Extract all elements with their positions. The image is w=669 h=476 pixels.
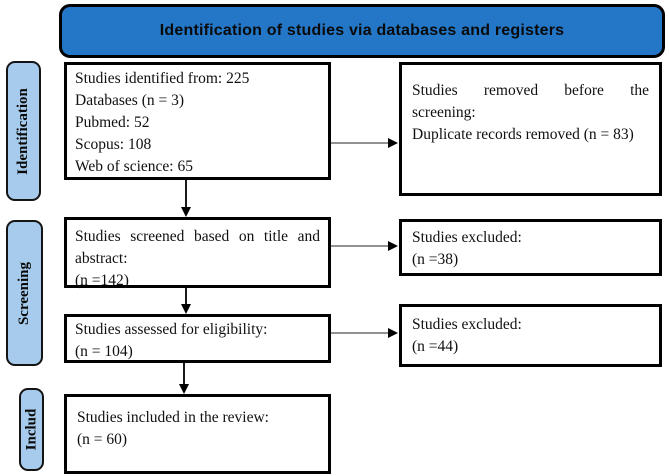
arrow-screened-to-excluded xyxy=(331,241,398,251)
stage-label-included: Includ xyxy=(19,388,44,471)
box-line: (n = 60) xyxy=(77,431,128,448)
box-line: Studies excluded: xyxy=(412,229,522,246)
box-line: Web of science: 65 xyxy=(75,158,193,175)
box-line: Scopus: 108 xyxy=(75,136,152,153)
box-line: (n =38) xyxy=(412,251,459,268)
box-line: Pubmed: 52 xyxy=(75,114,150,131)
arrow-assessed-to-included xyxy=(179,363,189,394)
stage-label-identification-text: Identification xyxy=(15,87,32,175)
box-line: Studies excluded: xyxy=(412,316,522,333)
box-line: Studies screened based on title and abst… xyxy=(75,228,320,267)
box-line: Databases (n = 3) xyxy=(75,92,185,109)
box-line: Studies identified from: 225 xyxy=(75,70,250,87)
header-box: Identification of studies via databases … xyxy=(59,4,665,58)
box-line: Studies removed before the screening: xyxy=(412,82,649,121)
arrow-identified-to-removed xyxy=(331,138,398,148)
header-title: Identification of studies via databases … xyxy=(159,22,565,39)
box-studies-assessed: Studies assessed for eligibility: (n = 1… xyxy=(64,314,331,363)
box-line: Studies included in the review: xyxy=(77,409,269,426)
box-studies-included: Studies included in the review: (n = 60) xyxy=(64,394,331,474)
box-line: (n =142) xyxy=(75,272,129,289)
arrow-assessed-to-excluded xyxy=(331,328,398,338)
box-studies-excluded-eligibility: Studies excluded: (n =44) xyxy=(399,304,662,367)
stage-label-screening: Screening xyxy=(6,220,43,366)
stage-label-identification: Identification xyxy=(6,61,41,201)
box-studies-excluded-title-abstract: Studies excluded: (n =38) xyxy=(399,219,662,276)
box-line: Duplicate records removed (n = 83) xyxy=(412,126,634,143)
stage-label-included-text: Includ xyxy=(23,408,40,451)
arrow-identified-to-screened xyxy=(181,180,191,217)
box-studies-screened: Studies screened based on title and abst… xyxy=(64,217,331,289)
box-line: Studies assessed for eligibility: xyxy=(75,321,268,338)
box-studies-identified: Studies identified from: 225 Databases (… xyxy=(64,62,331,180)
box-line: (n =44) xyxy=(412,338,459,355)
stage-label-screening-text: Screening xyxy=(16,261,32,325)
box-line: (n = 104) xyxy=(75,343,133,360)
box-studies-removed-before-screening: Studies removed before the screening: Du… xyxy=(399,62,662,196)
